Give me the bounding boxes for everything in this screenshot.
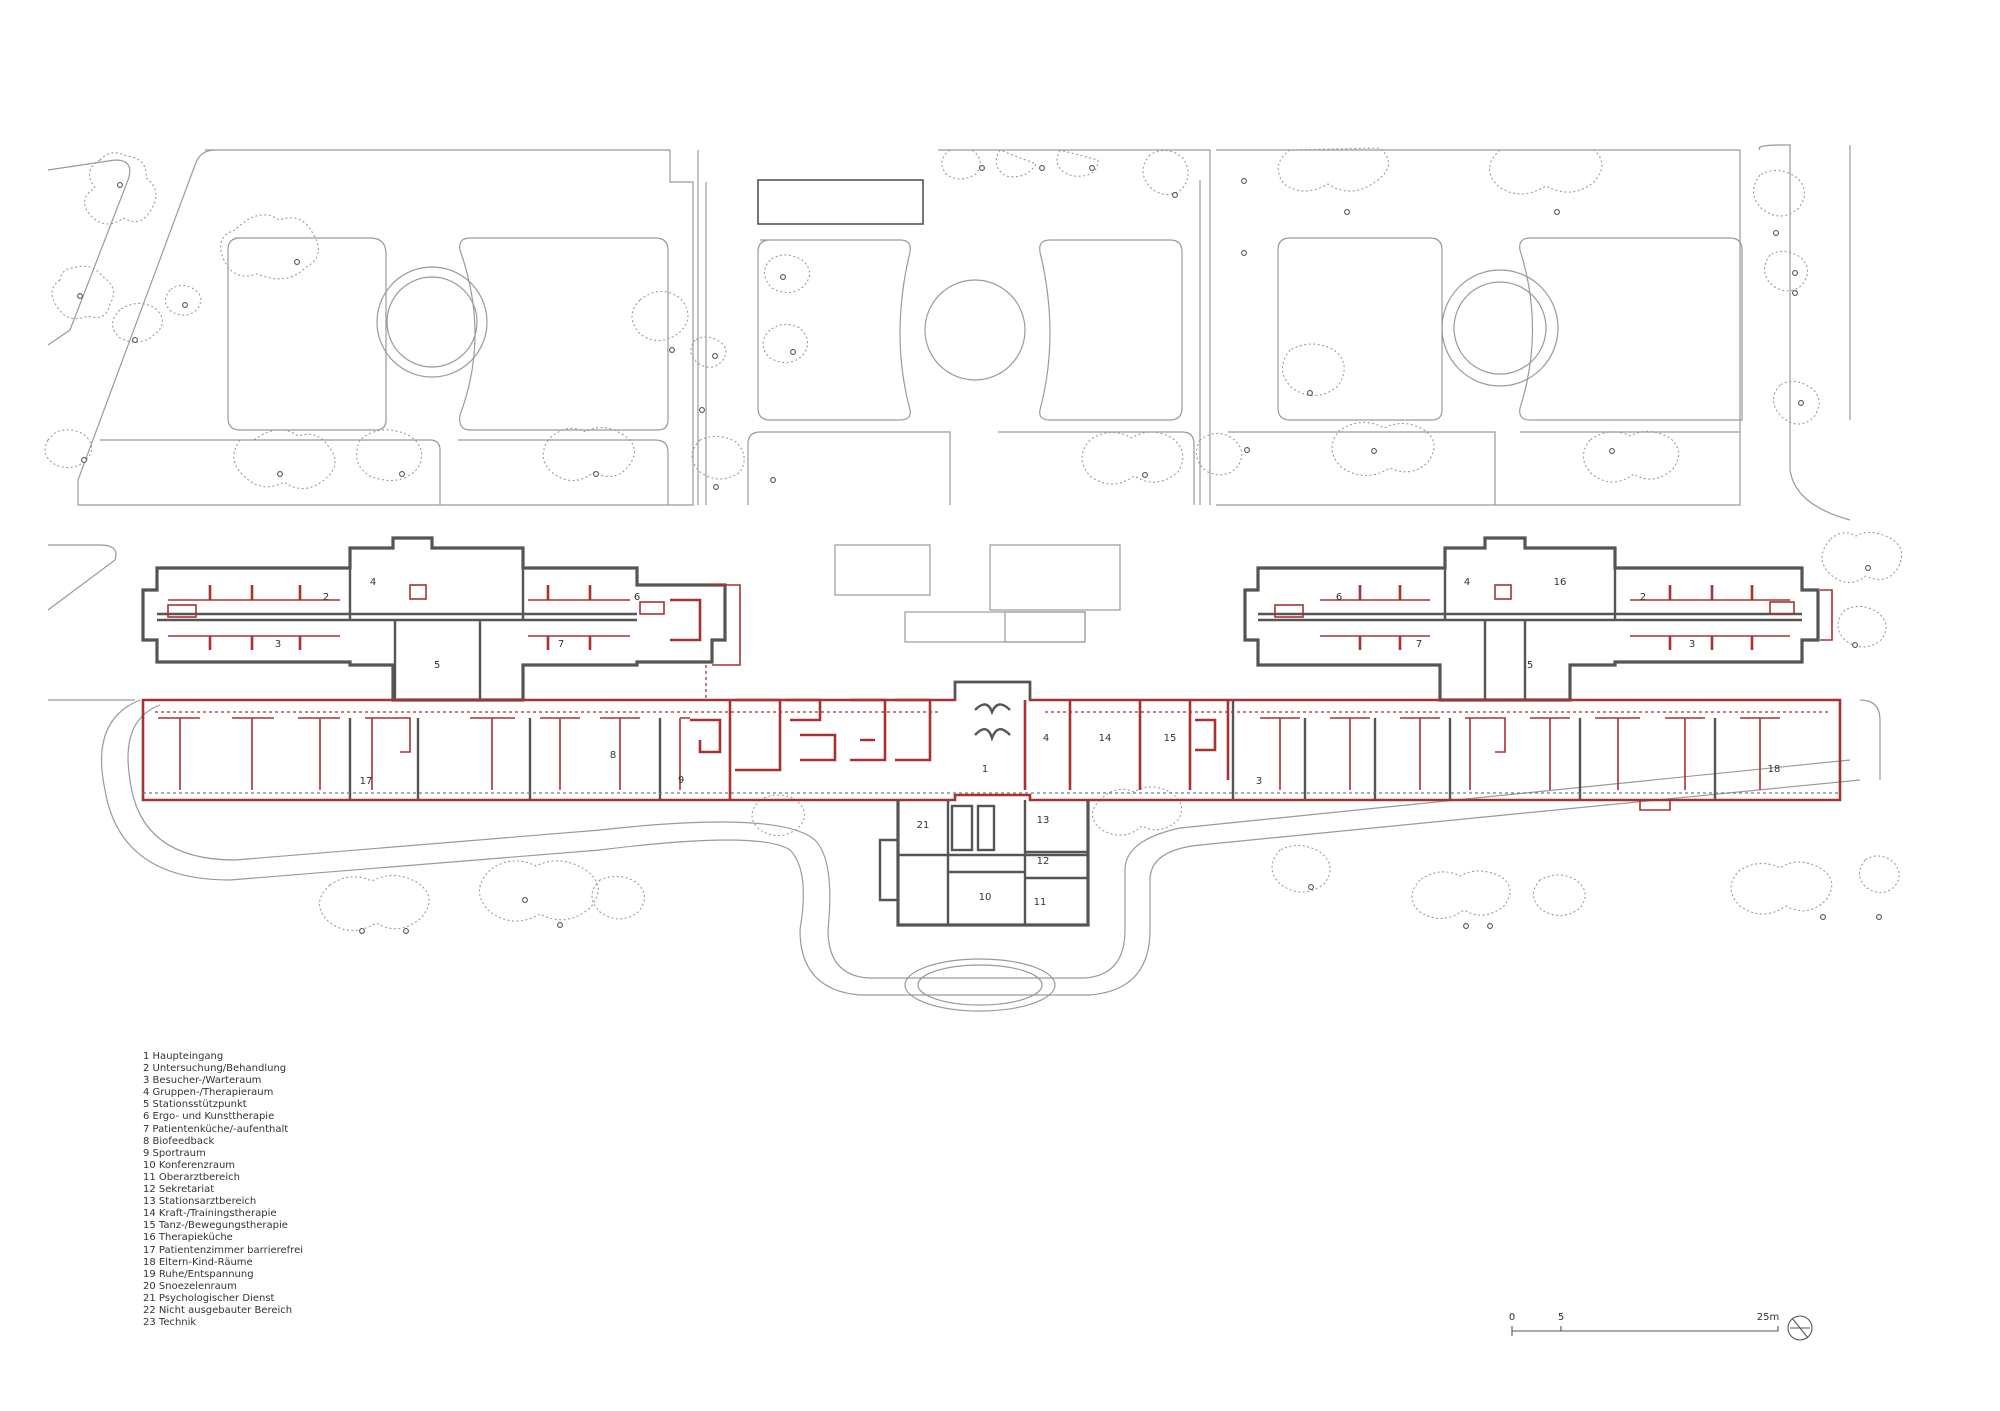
legend-item: 13 Stationsarztbereich	[143, 1196, 257, 1208]
legend-item: 22 Nicht ausgebauter Bereich	[143, 1304, 293, 1316]
scale-label-0: 0	[1509, 1312, 1515, 1323]
scale-bar: 0 5 25m	[1509, 1312, 1779, 1336]
legend-item: 14 Kraft-/Trainingstherapie	[143, 1208, 277, 1220]
legend-item: 6 Ergo- und Kunsttherapie	[143, 1111, 275, 1123]
legend-item: 20 Snoezelenraum	[143, 1280, 237, 1292]
room-label: 6	[634, 592, 640, 603]
room-label: 4	[370, 577, 376, 588]
central-annex	[878, 680, 1090, 927]
legend-item: 8 Biofeedback	[143, 1135, 215, 1147]
room-label: 7	[1416, 639, 1422, 650]
room-label: 21	[917, 820, 930, 831]
legend-item: 16 Therapieküche	[143, 1232, 233, 1244]
room-label: 17	[360, 776, 373, 787]
room-label: 3	[1256, 776, 1262, 787]
north-arrow-icon	[1787, 1315, 1813, 1341]
scale-label-25: 25m	[1757, 1312, 1779, 1323]
legend-item: 17 Patientenzimmer barrierefrei	[143, 1244, 304, 1256]
room-label: 6	[1336, 592, 1342, 603]
legend-item: 5 Stationsstützpunkt	[143, 1099, 247, 1111]
west-wing	[141, 536, 741, 702]
legend-item: 7 Patientenküche/-aufenthalt	[143, 1123, 289, 1135]
room-label: 1	[982, 764, 988, 775]
room-label: 14	[1099, 733, 1112, 744]
legend-item: 10 Konferenzraum	[143, 1159, 236, 1171]
room-label: 2	[1640, 592, 1646, 603]
room-label: 5	[1527, 660, 1533, 671]
room-label: 11	[1034, 897, 1047, 908]
east-wing	[1243, 536, 1833, 702]
scale-label-5: 5	[1558, 1312, 1564, 1323]
room-labels: 2 4 6 3 7 5 17 8 9 1 4 14 15 3 18 6 4 16…	[275, 577, 1781, 908]
room-label: 8	[610, 750, 616, 761]
room-label: 10	[979, 892, 992, 903]
room-label: 3	[275, 639, 281, 650]
legend-item: 9 Sportraum	[143, 1147, 206, 1159]
legend-item: 15 Tanz-/Bewegungstherapie	[143, 1220, 288, 1232]
room-legend: 1 Haupteingang 2 Untersuchung/Behandlung…	[143, 1051, 303, 1329]
room-label: 16	[1554, 577, 1567, 588]
legend-item: 12 Sekretariat	[143, 1184, 215, 1196]
trees	[44, 147, 1903, 934]
room-label: 12	[1037, 856, 1050, 867]
room-label: 13	[1037, 815, 1050, 826]
room-label: 3	[1689, 639, 1695, 650]
room-label: 7	[558, 639, 564, 650]
room-label: 15	[1164, 733, 1177, 744]
legend-item: 19 Ruhe/Entspannung	[143, 1268, 254, 1280]
legend-item: 4 Gruppen-/Therapieraum	[143, 1087, 274, 1099]
legend-item: 21 Psychologischer Dienst	[143, 1292, 275, 1304]
main-block	[141, 680, 1842, 811]
legend-item: 3 Besucher-/Warteraum	[143, 1075, 262, 1087]
room-label: 5	[434, 660, 440, 671]
room-label: 2	[323, 592, 329, 603]
site-layout	[47, 144, 1881, 1012]
room-label: 4	[1043, 733, 1049, 744]
room-label: 4	[1464, 577, 1470, 588]
legend-item: 23 Technik	[143, 1317, 197, 1329]
legend-item: 18 Eltern-Kind-Räume	[143, 1256, 253, 1268]
room-label: 9	[678, 775, 684, 786]
legend-item: 2 Untersuchung/Behandlung	[143, 1063, 287, 1075]
legend-item: 1 Haupteingang	[143, 1051, 224, 1062]
legend-item: 11 Oberarztbereich	[143, 1171, 240, 1183]
room-label: 18	[1768, 764, 1781, 775]
